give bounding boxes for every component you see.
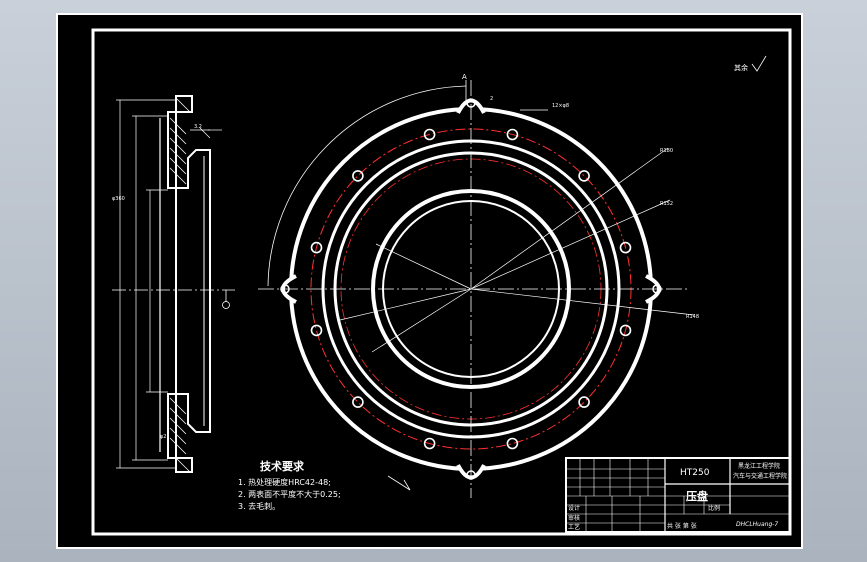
bolt-hole (423, 128, 436, 141)
bolt-hole (423, 437, 436, 450)
svg-text:R180: R180 (660, 148, 673, 154)
title-block (565, 457, 791, 533)
drawing-code: DHCLHuang-7 (736, 521, 778, 528)
school-line-2: 汽车与交通工程学院 (733, 472, 787, 480)
svg-text:12×φ8: 12×φ8 (552, 103, 569, 109)
bolt-hole (310, 241, 323, 254)
bolt-hole (578, 396, 590, 408)
material-field: HT250 (680, 468, 710, 478)
roughness-symbol (751, 55, 767, 72)
front-view (258, 80, 695, 498)
bolt-hole (619, 324, 632, 337)
flatness-arrow (387, 475, 411, 491)
school-line-1: 黑龙江工程学院 (738, 462, 780, 470)
bolt-hole-group (310, 128, 632, 450)
section-marker: A (462, 73, 467, 81)
outer-border (56, 13, 803, 549)
roughness-text: 其余 (734, 63, 748, 72)
bolt-hole (578, 170, 590, 182)
bolt-hole (352, 396, 364, 408)
title-block-text: HT250 黑龙江工程学院 汽车与交通工程学院 压盘 DHCLHuang-7 设… (568, 462, 787, 531)
part-name: 压盘 (686, 489, 708, 503)
svg-text:R152: R152 (660, 201, 673, 207)
inner-frame (91, 28, 792, 536)
bolt-hole (310, 324, 323, 337)
hatch-upper (169, 97, 191, 185)
svg-text:3.2: 3.2 (194, 124, 202, 130)
requirement-item: 1. 热处理硬度HRC42-48; (238, 477, 331, 487)
tech-title: 技术要求 (260, 459, 305, 473)
requirement-item: 3. 去毛刺。 (238, 501, 280, 511)
bolt-hole (506, 437, 519, 450)
section-view (112, 95, 235, 473)
radial-leaders (339, 109, 695, 353)
roughness-note: 其余 (734, 55, 767, 72)
svg-text:φ360: φ360 (112, 196, 125, 202)
hatch-lower (169, 397, 191, 473)
section-dimensions (116, 99, 222, 469)
tech-requirements: 技术要求 1. 热处理硬度HRC42-48; 2. 两表面不平度不大于0.25;… (238, 459, 341, 511)
svg-text:φ2: φ2 (160, 434, 166, 440)
label-process: 工艺 (568, 523, 580, 531)
label-sheet: 共 张 第 张 (667, 522, 697, 530)
label-design: 设计 (568, 504, 580, 512)
bolt-hole (619, 241, 632, 254)
dimension-labels: 12×φ8 R180 R152 R148 2 3.2 φ360 φ2 (112, 96, 699, 440)
label-ratio: 比例 (708, 504, 720, 512)
svg-text:R148: R148 (686, 314, 699, 320)
label-check: 审核 (568, 514, 580, 522)
bolt-hole (352, 170, 364, 182)
bolt-hole (506, 128, 519, 141)
svg-text:2: 2 (490, 96, 493, 102)
requirement-item: 2. 两表面不平度不大于0.25; (238, 489, 341, 499)
